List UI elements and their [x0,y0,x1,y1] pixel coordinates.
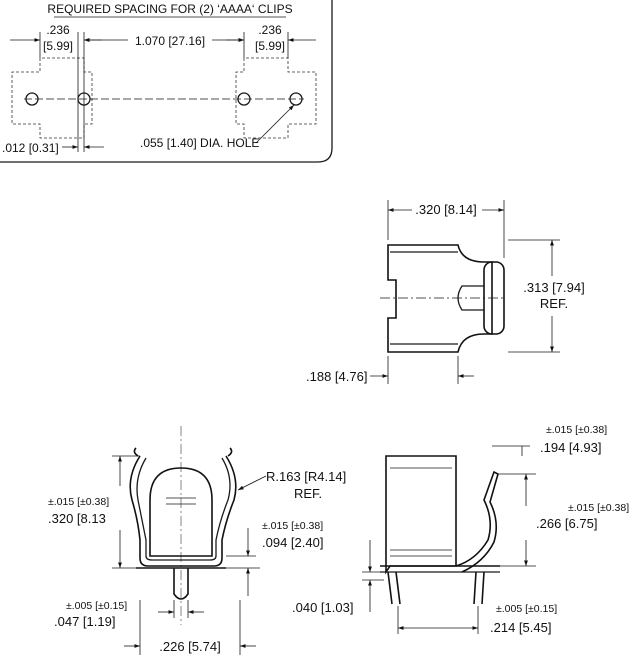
front-view-clip-outer [129,455,237,567]
front-view-contact [149,467,213,557]
left-width-inch: .236 [46,23,70,37]
top-view-bottom-label: .188 [4.76] [306,369,367,384]
hole-note: .055 [1.40] DIA. HOLE [140,136,259,150]
front-view-clip-inner [136,457,231,561]
side-view-right-tol: ±.015 [±0.38] [568,502,629,514]
top-view-clip-body [387,244,493,353]
side-view-bottom-tol: ±.005 [±0.15] [496,603,557,615]
side-view-body [385,455,457,575]
front-view-radius-label: R.163 [R4.14] [266,469,346,484]
side-view: ±.015 [±0.38] .194 [4.93] .266 [6.75] ±.… [292,424,629,635]
side-view-leg-right [473,571,485,605]
front-view-height-tol: ±.015 [±0.38] [48,496,109,508]
spacing-panel: REQUIRED SPACING FOR (2) ‘AAAA‘ CLIPS .2… [0,0,333,163]
right-width-mm: [5.99] [255,39,285,53]
front-view-pin [173,568,189,600]
side-view-top-label: .194 [4.93] [540,440,601,455]
hole-leader [255,104,295,144]
side-view-height-label: .266 [6.75] [536,516,597,531]
front-view-tip-left [133,447,139,457]
front-view-radius-ref: REF. [294,486,322,501]
top-view-height-ref: REF. [540,296,568,311]
radius-leader [237,475,267,491]
center-span-label: 1.070 [27.16] [135,34,205,48]
top-view: .320 [8.14] .313 [7.94] REF. .188 [4.76] [306,200,585,384]
side-view-spring [455,470,499,573]
top-view-height-label: .313 [7.94] [523,280,584,295]
front-view-base-tol: ±.015 [±0.38] [262,520,323,532]
panel-border [0,0,333,163]
front-view-pin-label: .047 [1.19] [54,614,115,629]
offset-label: .012 [0.31] [2,141,59,155]
front-view-bottom-label: .226 [5.74] [159,639,220,654]
left-width-mm: [5.99] [43,39,73,53]
front-view: ±.015 [±0.38] .320 [8.13 R.163 [R4.14] R… [48,426,346,655]
right-clip-footprint [235,57,317,139]
front-view-base-label: .094 [2.40] [262,535,323,550]
front-view-pin-tol: ±.005 [±0.15] [66,600,127,612]
top-view-width-label: .320 [8.14] [415,202,476,217]
left-clip-footprint [11,57,93,139]
side-view-leg-label: .040 [1.03] [292,600,353,615]
side-view-leg-left [387,571,401,605]
side-view-top-tol: ±.015 [±0.38] [546,424,607,436]
side-view-bottom-label: .214 [5.45] [490,620,551,635]
right-width-inch: .236 [258,23,282,37]
panel-title: REQUIRED SPACING FOR (2) ‘AAAA‘ CLIPS [47,2,292,16]
front-view-height-label: .320 [8.13 [48,511,106,526]
front-view-tip-right [227,447,233,457]
